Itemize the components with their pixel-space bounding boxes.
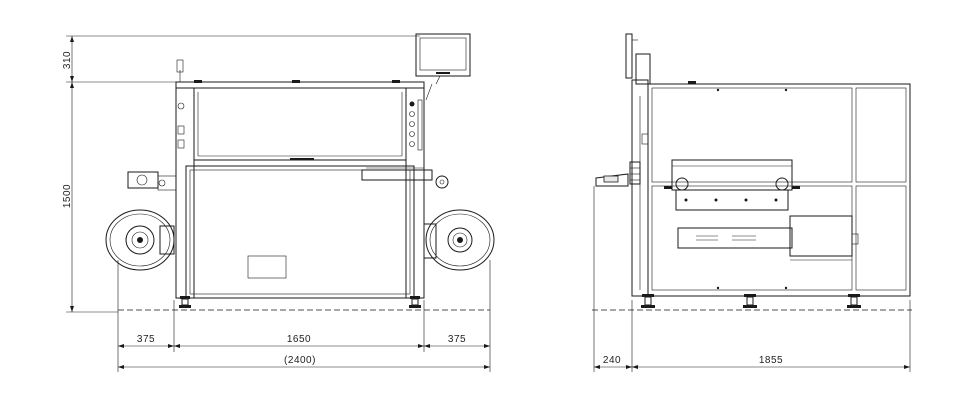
top-cover bbox=[175, 59, 425, 89]
main-frame bbox=[175, 87, 425, 299]
feed-guide bbox=[361, 167, 449, 189]
dim-left-roll: 375 bbox=[137, 334, 155, 345]
side-housing bbox=[647, 81, 911, 297]
side-dimensions: 240 1855 bbox=[593, 300, 911, 372]
side-view: 240 1855 bbox=[592, 33, 912, 372]
dim-frame-width: 1650 bbox=[287, 334, 311, 345]
dim-right-roll: 375 bbox=[448, 334, 466, 345]
vertical-dimension: 310 1500 bbox=[62, 35, 420, 313]
operator-panel bbox=[593, 133, 649, 312]
media-tray bbox=[677, 215, 859, 261]
leveling-feet bbox=[179, 296, 421, 308]
front-view: 310 1500 bbox=[62, 33, 495, 372]
dim-body-height: 1500 bbox=[62, 184, 73, 208]
right-roll bbox=[423, 209, 495, 271]
side-leveling-feet bbox=[641, 294, 861, 308]
dim-overall-width: (2400) bbox=[284, 355, 316, 366]
dim-operator-offset: 240 bbox=[603, 355, 621, 366]
dim-top-height: 310 bbox=[62, 51, 73, 69]
print-unit bbox=[664, 159, 800, 211]
touch-monitor bbox=[415, 33, 471, 101]
left-roll bbox=[105, 171, 177, 271]
horizontal-dimensions: 375 1650 375 (2400) bbox=[117, 260, 491, 372]
dim-depth: 1855 bbox=[759, 355, 783, 366]
